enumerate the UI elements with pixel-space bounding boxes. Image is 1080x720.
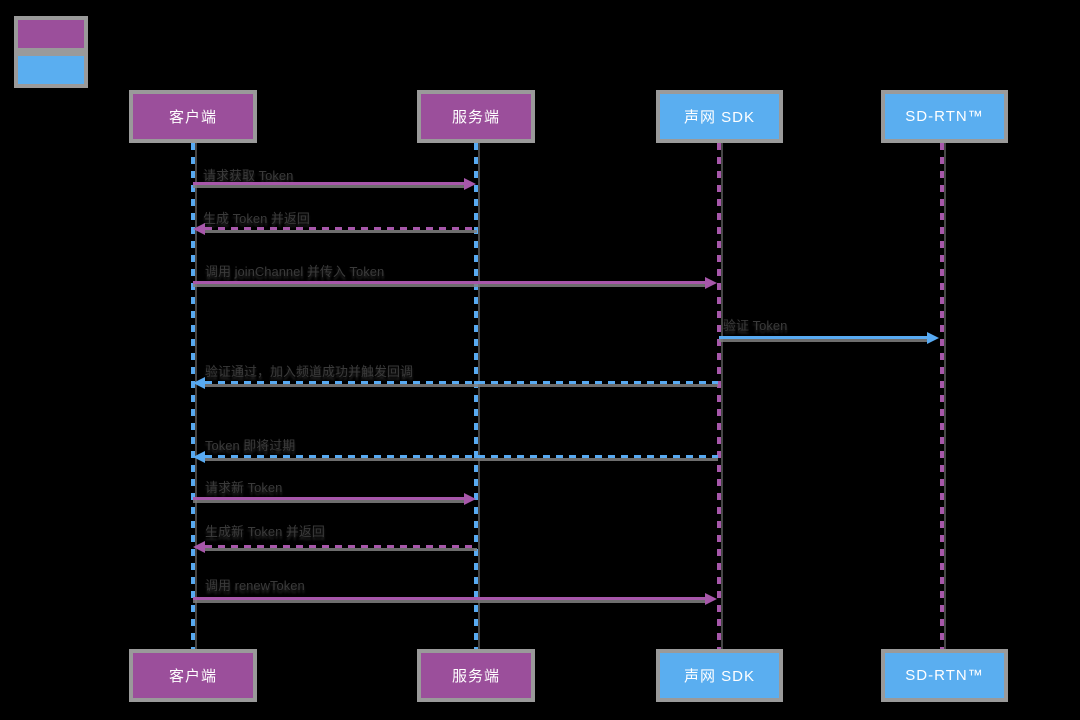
actor-client-top: 客户端 bbox=[129, 90, 257, 143]
actor-client-label: 客户端 bbox=[168, 109, 217, 126]
message-label: 调用 joinChannel 并传入 Token bbox=[205, 264, 385, 279]
actor-sd-rtn-top: SD-RTN™ bbox=[881, 90, 1008, 143]
message-line bbox=[205, 455, 718, 458]
message-label: 请求新 Token bbox=[205, 480, 283, 495]
actor-client-bottom: 客户端 bbox=[129, 649, 257, 702]
actor-server-label: 服务端 bbox=[451, 109, 500, 126]
message-label: 请求获取 Token bbox=[203, 168, 294, 183]
lifeline-client bbox=[191, 143, 195, 649]
message-line bbox=[193, 281, 706, 284]
message-line bbox=[193, 497, 465, 500]
legend-agora-color-swatch bbox=[14, 52, 88, 88]
arrowhead-left-icon bbox=[193, 541, 205, 553]
lifeline-server bbox=[474, 143, 478, 649]
actor-client-label: 客户端 bbox=[168, 668, 217, 685]
message-label: 生成 Token 并返回 bbox=[203, 211, 310, 226]
message-line bbox=[205, 227, 477, 230]
message-line bbox=[719, 336, 928, 339]
message-label: 验证通过，加入频道成功并触发回调 bbox=[205, 364, 414, 379]
arrowhead-left-icon bbox=[193, 223, 205, 235]
arrowhead-right-icon bbox=[464, 493, 476, 505]
message-label: 调用 renewToken bbox=[205, 578, 305, 593]
message-line bbox=[205, 545, 477, 548]
actor-server-label: 服务端 bbox=[451, 668, 500, 685]
actor-sd-rtn-label: SD-RTN™ bbox=[905, 108, 984, 125]
actor-agora-sdk-label: 声网 SDK bbox=[683, 109, 755, 126]
lifeline-agora-sdk bbox=[717, 143, 721, 649]
arrowhead-left-icon bbox=[193, 451, 205, 463]
arrowhead-right-icon bbox=[705, 593, 717, 605]
arrowhead-right-icon bbox=[705, 277, 717, 289]
actor-sd-rtn-label: SD-RTN™ bbox=[905, 667, 984, 684]
message-label: Token 即将过期 bbox=[205, 438, 296, 453]
arrowhead-left-icon bbox=[193, 377, 205, 389]
message-line bbox=[193, 182, 465, 185]
actor-sd-rtn-bottom: SD-RTN™ bbox=[881, 649, 1008, 702]
lifeline-sd-rtn bbox=[940, 143, 944, 649]
actor-agora-sdk-label: 声网 SDK bbox=[683, 668, 755, 685]
actor-server-top: 服务端 bbox=[417, 90, 535, 143]
actor-agora-sdk-bottom: 声网 SDK bbox=[656, 649, 783, 702]
arrowhead-right-icon bbox=[464, 178, 476, 190]
message-label: 生成新 Token 并返回 bbox=[205, 524, 325, 539]
message-line bbox=[193, 597, 706, 600]
message-label: 验证 Token bbox=[723, 318, 788, 333]
actor-agora-sdk-top: 声网 SDK bbox=[656, 90, 783, 143]
arrowhead-right-icon bbox=[927, 332, 939, 344]
legend-client-color-swatch bbox=[14, 16, 88, 52]
actor-server-bottom: 服务端 bbox=[417, 649, 535, 702]
message-line bbox=[205, 381, 718, 384]
